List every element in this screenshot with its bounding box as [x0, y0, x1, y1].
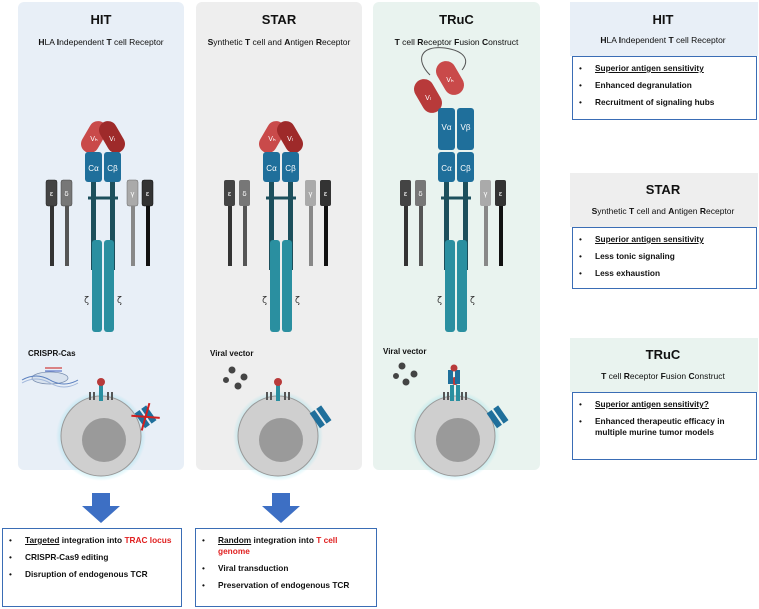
star-method-label: Viral vector — [210, 349, 254, 358]
svg-text:γ: γ — [308, 190, 312, 198]
list-item: •Superior antigen sensitivity — [579, 234, 704, 244]
star-antibody-vl: Vₗ — [277, 121, 303, 153]
list-item: •Random integration into T cell genome — [202, 535, 338, 556]
list-item: •Targeted integration into TRAC locus — [9, 535, 172, 545]
truc-zeta-left — [445, 240, 455, 332]
svg-text:ε: ε — [228, 190, 232, 198]
truc-t-cell — [410, 377, 509, 481]
truc-zeta-right — [457, 240, 467, 332]
svg-text:ε: ε — [324, 190, 328, 198]
star-down-arrow — [262, 493, 300, 523]
truc-receptor: Vₗ Vₕ Vα Vβ Cα Cβ ζ ζ ε δ γ ε — [400, 47, 506, 332]
hit-t-cell — [56, 378, 160, 481]
svg-text:γ: γ — [483, 190, 487, 198]
svg-text:ε: ε — [404, 190, 408, 198]
hit-panel-title: HIT — [90, 12, 112, 27]
svg-text:Cα: Cα — [441, 164, 452, 173]
star-panel-subtitle: Synthetic T cell and Antigen Receptor — [207, 37, 351, 47]
svg-text:δ: δ — [64, 190, 68, 198]
svg-text:Cβ: Cβ — [285, 164, 296, 173]
svg-text:ζ: ζ — [295, 296, 300, 306]
star-summary-title: STAR — [645, 182, 681, 197]
star-summary-box: •Superior antigen sensitivity •Less toni… — [572, 227, 757, 289]
hit-antibody-vl: Vₗ — [99, 121, 125, 153]
truc-summary-subtitle: T cell Receptor Fusion Construct — [601, 371, 725, 381]
truc-panel-subtitle: T cell Receptor Fusion Construct — [394, 37, 519, 47]
star-cb-domain — [282, 152, 299, 182]
viral-vector-icon-star — [223, 366, 248, 390]
hit-zeta-left — [92, 240, 102, 332]
star-zeta-left — [270, 240, 280, 332]
hit-summary-subtitle: HLA Independent T cell Receptor — [600, 35, 726, 45]
truc-scfv: Vₗ Vₕ — [414, 47, 467, 113]
truc-va-domain — [438, 108, 455, 150]
svg-text:ε: ε — [50, 190, 54, 198]
list-item: •Recruitment of signaling hubs — [579, 97, 715, 107]
hit-vh-label: Vₕ — [90, 136, 98, 143]
svg-text:γ: γ — [130, 190, 134, 198]
hit-zeta-right — [104, 240, 114, 332]
svg-text:ζ: ζ — [262, 296, 267, 306]
hit-summary-header: HIT HLA Independent T cell Receptor — [570, 2, 758, 56]
truc-vb-domain — [457, 108, 474, 150]
truc-ca-domain — [438, 152, 455, 182]
hit-down-arrow — [82, 493, 120, 523]
hit-method-label: CRISPR-Cas — [28, 349, 76, 358]
hit-ca-domain — [85, 152, 102, 182]
list-item: •Superior antigen sensitivity — [579, 63, 704, 73]
list-item: •Enhanced degranulation — [579, 80, 692, 90]
svg-text:ζ: ζ — [470, 296, 475, 306]
svg-text:ε: ε — [499, 190, 503, 198]
svg-text:ζ: ζ — [437, 296, 442, 306]
viral-vector-icon-truc — [393, 362, 418, 386]
hit-cb-domain — [104, 152, 121, 182]
truc-vl-label: Vₗ — [425, 95, 431, 102]
hit-zeta-label-right: ζ — [117, 296, 122, 306]
list-item: •Viral transduction — [202, 563, 289, 573]
star-summary-subtitle: Synthetic T cell and Antigen Receptor — [591, 206, 735, 216]
hit-zeta-label-left: ζ — [84, 296, 89, 306]
star-ca-domain — [263, 152, 280, 182]
truc-vh-label: Vₕ — [446, 77, 454, 84]
list-item: •Superior antigen sensitivity? — [579, 399, 709, 409]
list-item: •Disruption of endogenous TCR — [9, 569, 148, 579]
star-receptor: Vₕ Vₗ Cα Cβ ζ ζ ε δ γ ε — [224, 121, 331, 332]
hit-cb-label: Cβ — [107, 164, 118, 173]
hit-summary-title: HIT — [652, 12, 674, 27]
hit-vl-label: Vₗ — [109, 136, 115, 143]
truc-free-construct — [448, 364, 460, 384]
hit-receptor: Vₕ Vₗ Cα Cβ ζ ζ ε δ γ ε — [45, 121, 154, 332]
list-item: •Less tonic signaling — [579, 251, 675, 261]
truc-method-label: Viral vector — [383, 347, 427, 356]
crispr-cas-icon — [21, 367, 79, 388]
svg-text:δ: δ — [242, 190, 246, 198]
list-item: •Enhanced therapeutic efficacy in multip… — [579, 416, 725, 437]
list-item: •Preservation of endogenous TCR — [202, 580, 350, 590]
svg-text:Cβ: Cβ — [460, 164, 471, 173]
truc-summary-box: •Superior antigen sensitivity? •Enhanced… — [572, 392, 757, 460]
truc-summary-header: TRuC T cell Receptor Fusion Construct — [570, 338, 758, 392]
star-panel-title: STAR — [261, 12, 297, 27]
truc-cb-domain — [457, 152, 474, 182]
svg-text:ε: ε — [146, 190, 150, 198]
hit-method-box: •Targeted integration into TRAC locus •C… — [2, 528, 182, 607]
list-item: •CRISPR-Cas9 editing — [9, 552, 109, 562]
svg-text:Vₗ: Vₗ — [287, 136, 293, 143]
svg-text:Vβ: Vβ — [461, 123, 471, 132]
truc-panel-title: TRuC — [439, 12, 474, 27]
svg-text:Vα: Vα — [442, 123, 452, 132]
star-method-box: •Random integration into T cell genome •… — [195, 528, 377, 607]
hit-panel-subtitle: HLA Independent T cell Receptor — [38, 37, 164, 47]
truc-summary-title: TRuC — [645, 347, 681, 362]
star-t-cell — [233, 378, 332, 481]
list-item: •Less exhaustion — [579, 268, 661, 278]
svg-text:Vₕ: Vₕ — [268, 136, 276, 143]
star-summary-header: STAR Synthetic T cell and Antigen Recept… — [570, 173, 758, 227]
star-zeta-right — [282, 240, 292, 332]
hit-summary-box: •Superior antigen sensitivity •Enhanced … — [572, 56, 757, 120]
svg-text:Cα: Cα — [266, 164, 277, 173]
svg-text:δ: δ — [418, 190, 422, 198]
hit-ca-label: Cα — [88, 164, 99, 173]
